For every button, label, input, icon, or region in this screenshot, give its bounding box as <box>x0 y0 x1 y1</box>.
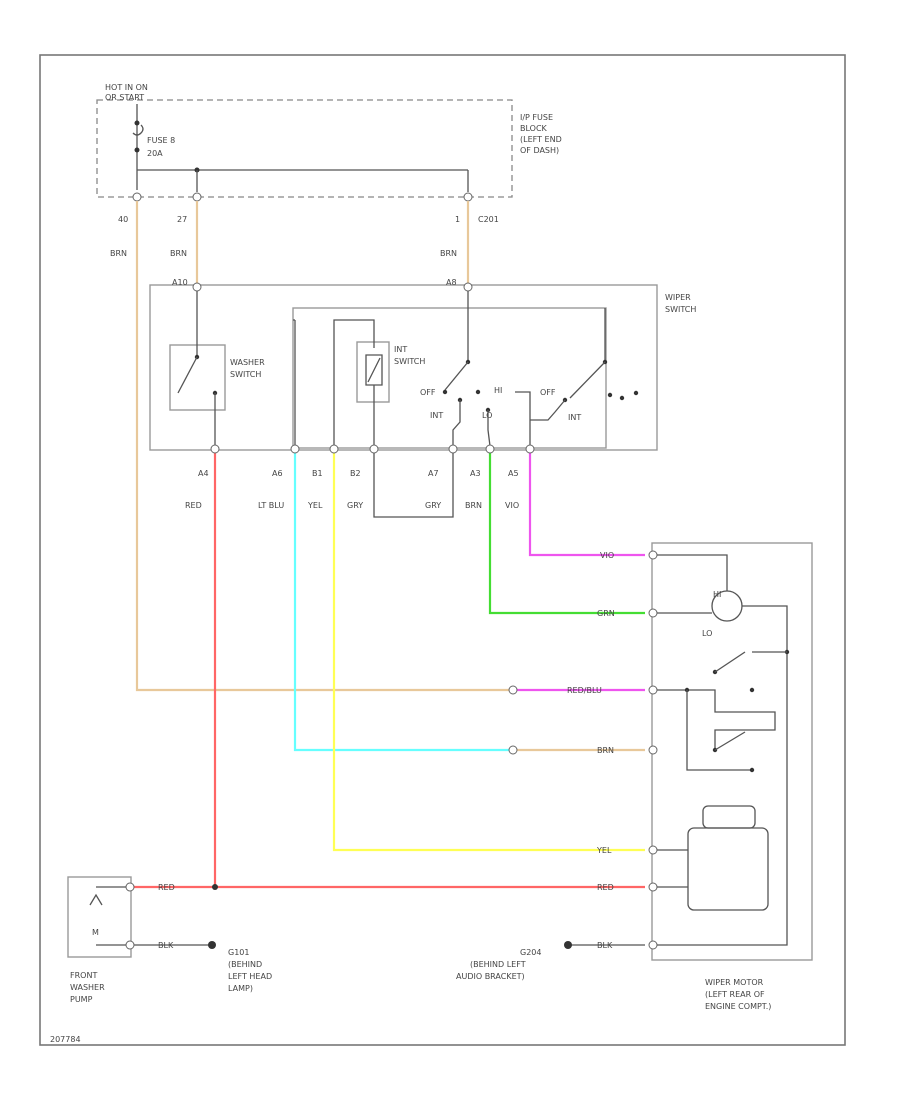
motor-wire-label: RED <box>597 883 614 892</box>
wire-color-label: GRY <box>425 501 441 510</box>
wiper-motor: WIPER MOTOR (LEFT REAR OF ENGINE COMPT.)… <box>648 542 813 1011</box>
terminal <box>192 282 202 292</box>
wire-color-label: VIO <box>505 501 519 510</box>
wire-red <box>133 452 645 889</box>
ground-g204: G204 (BEHIND LEFT AUDIO BRACKET) <box>456 941 572 981</box>
hot-label-2: OR START <box>105 93 144 102</box>
g101-line-3: LAMP) <box>228 984 253 993</box>
motor-lo-label: LO <box>702 629 712 638</box>
pump-label-3: PUMP <box>70 995 93 1004</box>
motor-wire-label: GRN <box>597 609 615 618</box>
pin-label: A4 <box>198 469 209 478</box>
pump-label-1: FRONT <box>70 971 97 980</box>
g204-line-2: AUDIO BRACKET) <box>456 972 525 981</box>
terminal <box>132 192 142 202</box>
terminal <box>508 685 518 695</box>
wire-color-label: RED <box>185 501 202 510</box>
washer-switch-label-2: SWITCH <box>230 370 261 379</box>
fuse-label-1: FUSE 8 <box>147 136 175 145</box>
pump-label-2: WASHER <box>70 983 105 992</box>
pin-label: A10 <box>172 278 188 287</box>
wiper-switch-label-1: WIPER <box>665 293 691 302</box>
pin-label: A6 <box>272 469 283 478</box>
pump-motor-symbol: M <box>92 928 99 937</box>
wire-color-label: BRN <box>110 249 127 258</box>
int-switch-symbol <box>365 354 383 386</box>
pin-label: A8 <box>446 278 457 287</box>
fuse-symbol <box>132 124 144 136</box>
terminal <box>463 282 473 292</box>
pin-label: 40 <box>118 215 128 224</box>
motor-wire-label: RED/BLU <box>567 686 602 695</box>
block-label-4: OF DASH) <box>520 146 559 155</box>
motor-wire-label: BRN <box>597 746 614 755</box>
motor-wire-label: BLK <box>597 941 613 950</box>
contact-lo: LO <box>482 411 492 420</box>
washer-pump: M FRONT WASHER PUMP <box>67 876 135 1004</box>
splice-dot <box>212 884 218 890</box>
gry-jumper <box>373 453 454 518</box>
wire-color-label: BRN <box>465 501 482 510</box>
contact-int-1: INT <box>430 411 443 420</box>
fuse-block: HOT IN ON OR START FUSE 8 20A I/P FUSE B… <box>96 83 562 198</box>
motor-label-2: (LEFT REAR OF <box>705 990 765 999</box>
pin-label: 27 <box>177 215 187 224</box>
wiper-switch-label-2: SWITCH <box>665 305 696 314</box>
wire-magenta <box>528 452 645 557</box>
wire-color-label: YEL <box>307 501 323 510</box>
pin-label: B2 <box>350 469 361 478</box>
pin-label: A3 <box>470 469 481 478</box>
int-switch-box <box>356 341 390 403</box>
wire-tan-40 <box>135 201 510 692</box>
pin-label: 1 <box>455 215 460 224</box>
wire-color-label: LT BLU <box>258 501 284 510</box>
contact-off-2: OFF <box>540 388 556 397</box>
footer-code: 207784 <box>50 1035 81 1044</box>
pin-label: A7 <box>428 469 439 478</box>
motor-label-1: WIPER MOTOR <box>705 978 764 987</box>
terminal <box>192 192 202 202</box>
switch-bottom-terminals <box>210 444 535 454</box>
motor-wire-label: YEL <box>596 846 612 855</box>
wire-green <box>488 452 645 615</box>
terminal <box>508 745 518 755</box>
terminal <box>463 192 473 202</box>
block-label-1: I/P FUSE <box>520 113 553 122</box>
motor-body <box>687 827 769 911</box>
contact-hi: HI <box>494 386 502 395</box>
washer-switch-label-1: WASHER <box>230 358 265 367</box>
block-label-3: (LEFT END <box>520 135 562 144</box>
g204-line-1: (BEHIND LEFT <box>470 960 526 969</box>
wire-color-label: GRY <box>347 501 363 510</box>
connector-label: C201 <box>478 215 499 224</box>
pump-wire-label: BLK <box>158 941 174 950</box>
wire-color-label: BRN <box>440 249 457 258</box>
int-switch-label-1: INT <box>394 345 407 354</box>
ground-g101: G101 (BEHIND LEFT HEAD LAMP) <box>208 941 272 993</box>
wire-cyan <box>293 452 510 752</box>
g101-id: G101 <box>228 948 249 957</box>
contact-int-2: INT <box>568 413 581 422</box>
motor-wire-label: VIO <box>600 551 614 560</box>
g101-line-2: LEFT HEAD <box>228 972 272 981</box>
pin-label: B1 <box>312 469 323 478</box>
motor-label-3: ENGINE COMPT.) <box>705 1002 771 1011</box>
int-switch-label-2: SWITCH <box>394 357 425 366</box>
diagram-frame <box>39 54 846 1046</box>
g101-line-1: (BEHIND <box>228 960 262 969</box>
block-label-2: BLOCK <box>520 124 548 133</box>
contact-off-1: OFF <box>420 388 436 397</box>
pin-label: A5 <box>508 469 519 478</box>
wiper-switch: WIPER SWITCH A10 A8 WASHER SWITCH INT SW… <box>149 278 696 451</box>
pump-symbol <box>89 893 103 906</box>
pump-wire-label: RED <box>158 883 175 892</box>
motor-hi-label: HI <box>713 590 721 599</box>
motor-cap <box>702 805 756 829</box>
wire-yellow <box>332 452 645 852</box>
g204-id: G204 <box>520 948 541 957</box>
hot-label-1: HOT IN ON <box>105 83 148 92</box>
fuse-label-2: 20A <box>147 149 163 158</box>
wire-color-label: BRN <box>170 249 187 258</box>
